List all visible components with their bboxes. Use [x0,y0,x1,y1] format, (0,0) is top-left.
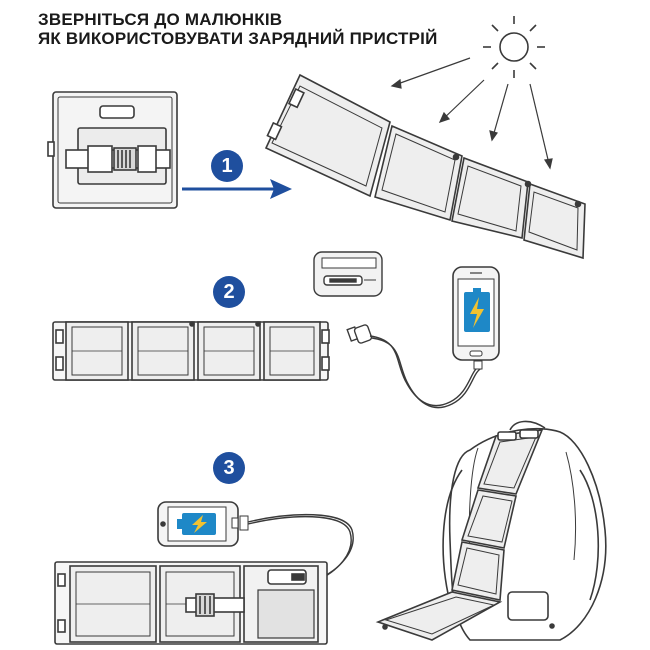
page-title: ЗВЕРНІТЬСЯ ДО МАЛЮНКІВ ЯК ВИКОРИСТОВУВАТ… [38,10,438,48]
folded-panel [47,91,178,209]
title-line-2: ЯК ВИКОРИСТОВУВАТИ ЗАРЯДНИЙ ПРИСТРІЙ [38,29,438,48]
usb-cable [346,324,483,409]
battery-charging-icon-step-3 [177,513,216,535]
arrow-right-icon [182,179,292,199]
panel-with-pocket [54,561,328,645]
usb-cable-step-3 [247,513,354,583]
battery-charging-icon [464,288,490,332]
step-3-badge: 3 [213,452,245,484]
sun-rays [390,57,553,170]
backpack-with-panel [375,420,607,641]
flat-panel [52,321,330,381]
unfolded-panel-angled [264,73,586,260]
lightning-bolt-icon [470,297,484,328]
port-zoom-inset [313,251,383,297]
sun-icon [483,16,545,78]
lightning-bolt-icon-step-3 [192,515,207,533]
step-2-badge: 2 [213,276,245,308]
step-1-badge: 1 [211,150,243,182]
title-line-1: ЗВЕРНІТЬСЯ ДО МАЛЮНКІВ [38,10,283,29]
